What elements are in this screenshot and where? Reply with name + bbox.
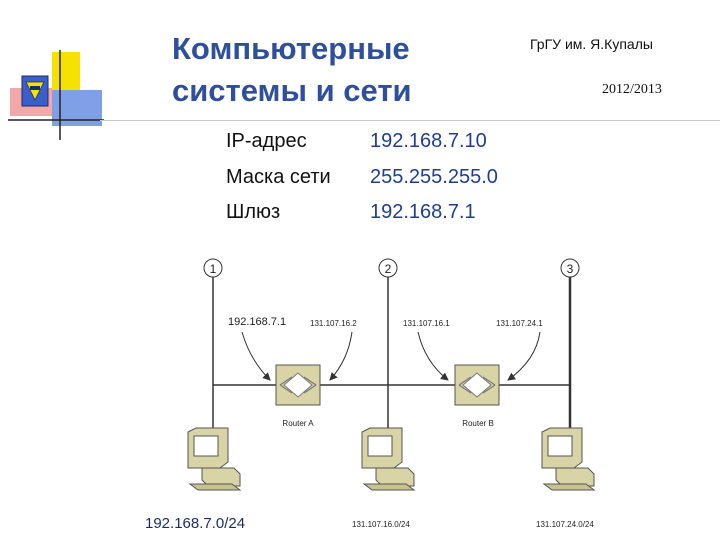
segment-marker-1: 1 [203,258,223,278]
config-label: Шлюз [226,201,281,223]
university-name: ГрГУ им. Я.Купалы [530,36,653,52]
net2-label: 131.107.16.0/24 [352,520,410,529]
net1-label: 192.168.7.0/24 [145,515,246,532]
config-value: 192.168.7.1 [370,201,476,223]
router-a-icon [275,364,321,406]
segment-marker-3: 3 [560,258,580,278]
rb-right-ip: 131.107.24.1 [496,319,543,328]
config-value: 192.168.7.10 [370,130,487,152]
router-b-label: Router B [462,419,494,428]
rb-left-ip: 131.107.16.1 [403,319,450,328]
academic-year: 2012/2013 [602,82,662,97]
arrow-ra-left [241,331,271,381]
segment-number: 3 [567,262,574,276]
segment-number: 2 [385,262,392,276]
config-value: 255.255.255.0 [370,166,498,188]
university-logo [8,50,104,140]
router-a-label: Router A [282,419,314,428]
config-row-ip: IP-адрес 192.168.7.10 [226,130,487,153]
net3-label: 131.107.24.0/24 [536,520,594,529]
arrow-rb-right [507,331,541,381]
config-label: IP-адрес [226,130,307,152]
ra-right-ip: 131.107.16.2 [310,319,357,328]
segment-number: 1 [210,262,217,276]
title-line-1: Компьютерные [172,31,410,66]
computer-icon-1 [187,427,241,491]
config-row-mask: Маска сети 255.255.255.0 [226,166,498,189]
config-label: Маска сети [226,166,331,188]
arrow-rb-left [417,331,449,381]
computer-icon-3 [541,427,595,491]
computer-icon-2 [361,427,415,491]
title-line-2: системы и сети [172,73,412,108]
router-b-icon [454,364,500,406]
ra-left-ip: 192.168.7.1 [228,316,286,328]
segment-marker-2: 2 [378,258,398,278]
header-divider [100,120,720,121]
arrow-ra-right [329,331,353,381]
config-row-gateway: Шлюз 192.168.7.1 [226,201,476,224]
slide-title: Компьютерные системы и сети [172,28,412,112]
